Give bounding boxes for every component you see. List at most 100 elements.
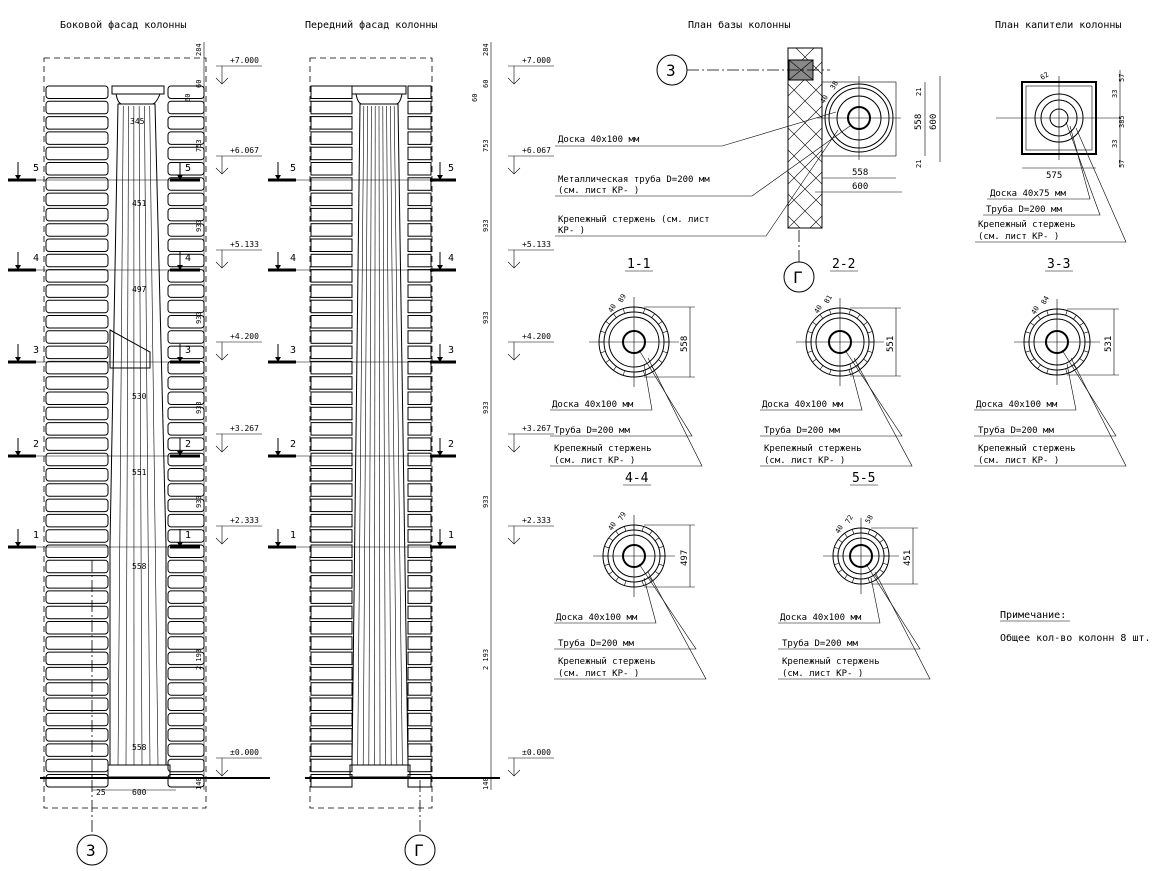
board-joint (838, 539, 843, 543)
title-front-facade: Передний фасад колонны (305, 19, 437, 31)
section-title: 2-2 (832, 257, 855, 272)
section-arrow-head (15, 542, 21, 547)
board-joint (662, 350, 668, 354)
cap-dim-385: 385 (1118, 115, 1126, 128)
vdim-933c: 933 (195, 401, 203, 414)
section-leader-pipe (974, 349, 1117, 437)
siding-board (310, 513, 353, 528)
section-dim-small: 40 (607, 521, 618, 532)
board-joint (867, 529, 870, 535)
siding-board (407, 666, 432, 681)
section-arrow-head (437, 265, 443, 270)
base-dim-558v: 558 (914, 114, 924, 130)
section-label-board: Доска 40х100 мм (762, 400, 844, 410)
siding-board (310, 422, 353, 436)
section-arrow-head (437, 357, 443, 362)
siding-board (167, 636, 205, 650)
siding-board (310, 728, 353, 742)
axis-label-g: Г (414, 841, 424, 860)
board-joint (604, 546, 610, 549)
vdim-f-933a: 933 (482, 219, 490, 232)
base-leader-pipe (555, 125, 851, 197)
section-label-rod-ref: (см. лист КР- ) (764, 456, 845, 466)
board-joint (844, 574, 848, 579)
siding-board (310, 559, 353, 574)
siding-board (407, 360, 432, 375)
board-joint (844, 533, 848, 538)
cap-label-rod-1: Крепежный стержень (978, 220, 1076, 230)
siding-board (407, 345, 432, 360)
section-label-rod-ref: (см. лист КР- ) (978, 456, 1059, 466)
cap-label-pipe: Труба D=200 мм (986, 204, 1062, 215)
vdim-753: 753 (195, 139, 203, 152)
siding-board (407, 590, 432, 604)
siding-board (310, 483, 353, 497)
siding-board (45, 513, 109, 528)
siding-board (45, 376, 109, 390)
side-column-base (107, 764, 171, 778)
board-joint (1065, 368, 1068, 374)
siding-board (407, 391, 432, 405)
siding-board (45, 743, 109, 757)
siding-board (310, 743, 353, 757)
flute-line (382, 105, 386, 766)
siding-board (310, 207, 353, 222)
dim-497: 497 (132, 285, 147, 294)
board-joint (867, 331, 873, 334)
siding-board (407, 207, 432, 222)
siding-board (310, 621, 353, 635)
vdim-f-60a: 60 (482, 80, 490, 88)
level-value: +5.133 (522, 240, 551, 249)
siding-board (45, 146, 109, 161)
siding-board (407, 728, 432, 742)
siding-board (167, 605, 205, 620)
siding-board (310, 284, 353, 298)
board-joint (834, 547, 840, 550)
section-dim-small: 79 (617, 511, 628, 522)
siding-board (407, 284, 432, 298)
board-joint (867, 350, 873, 353)
section-label-rod-ref: (см. лист КР- ) (554, 456, 635, 466)
section-arrow-head (275, 542, 281, 547)
siding-board (167, 116, 205, 130)
board-joint (651, 313, 655, 318)
level-value: +3.267 (230, 424, 259, 433)
siding-board (167, 299, 205, 314)
front-siding-boards (310, 85, 432, 788)
section-size: 558 (680, 336, 690, 352)
section-number: 5 (290, 163, 296, 174)
section-label-pipe: Труба D=200 мм (782, 638, 858, 649)
siding-board (310, 360, 353, 375)
base-dim-558h: 558 (852, 168, 868, 178)
section-arrow-head (177, 175, 183, 180)
base-dim-21b: 21 (915, 160, 923, 168)
base-label-rod-1: Крепежный стержень (см. лист (558, 215, 710, 225)
base-dim-40: 40 (819, 94, 830, 105)
vdim-284: 284 (195, 43, 203, 56)
level-marks: +7.000+6.067+5.133+4.200+3.267+2.333±0.0… (215, 56, 554, 777)
siding-board (407, 437, 432, 451)
board-joint (622, 308, 626, 314)
section-leader-pipe (760, 349, 903, 437)
section-dim-small: 89 (617, 293, 628, 304)
board-joint (1025, 331, 1031, 334)
flute-line (368, 105, 372, 766)
siding-board (310, 529, 353, 543)
siding-board (310, 468, 353, 482)
vdim-f-933c: 933 (482, 401, 490, 414)
section-number: 2 (185, 439, 191, 450)
section-number: 4 (448, 253, 454, 264)
siding-board (167, 728, 205, 742)
base-axis-label-z: З (666, 61, 676, 80)
cap-dim-575: 575 (1046, 171, 1062, 181)
board-joint (608, 571, 614, 575)
base-label-pipe-1: Металлическая труба D=200 мм (558, 174, 710, 185)
base-dim-21a: 21 (915, 88, 923, 96)
section-dim-small: 58 (864, 514, 875, 525)
section-title: 5-5 (852, 471, 875, 486)
dim-25: 25 (96, 788, 106, 797)
siding-board (310, 651, 353, 666)
board-joint (641, 526, 644, 532)
